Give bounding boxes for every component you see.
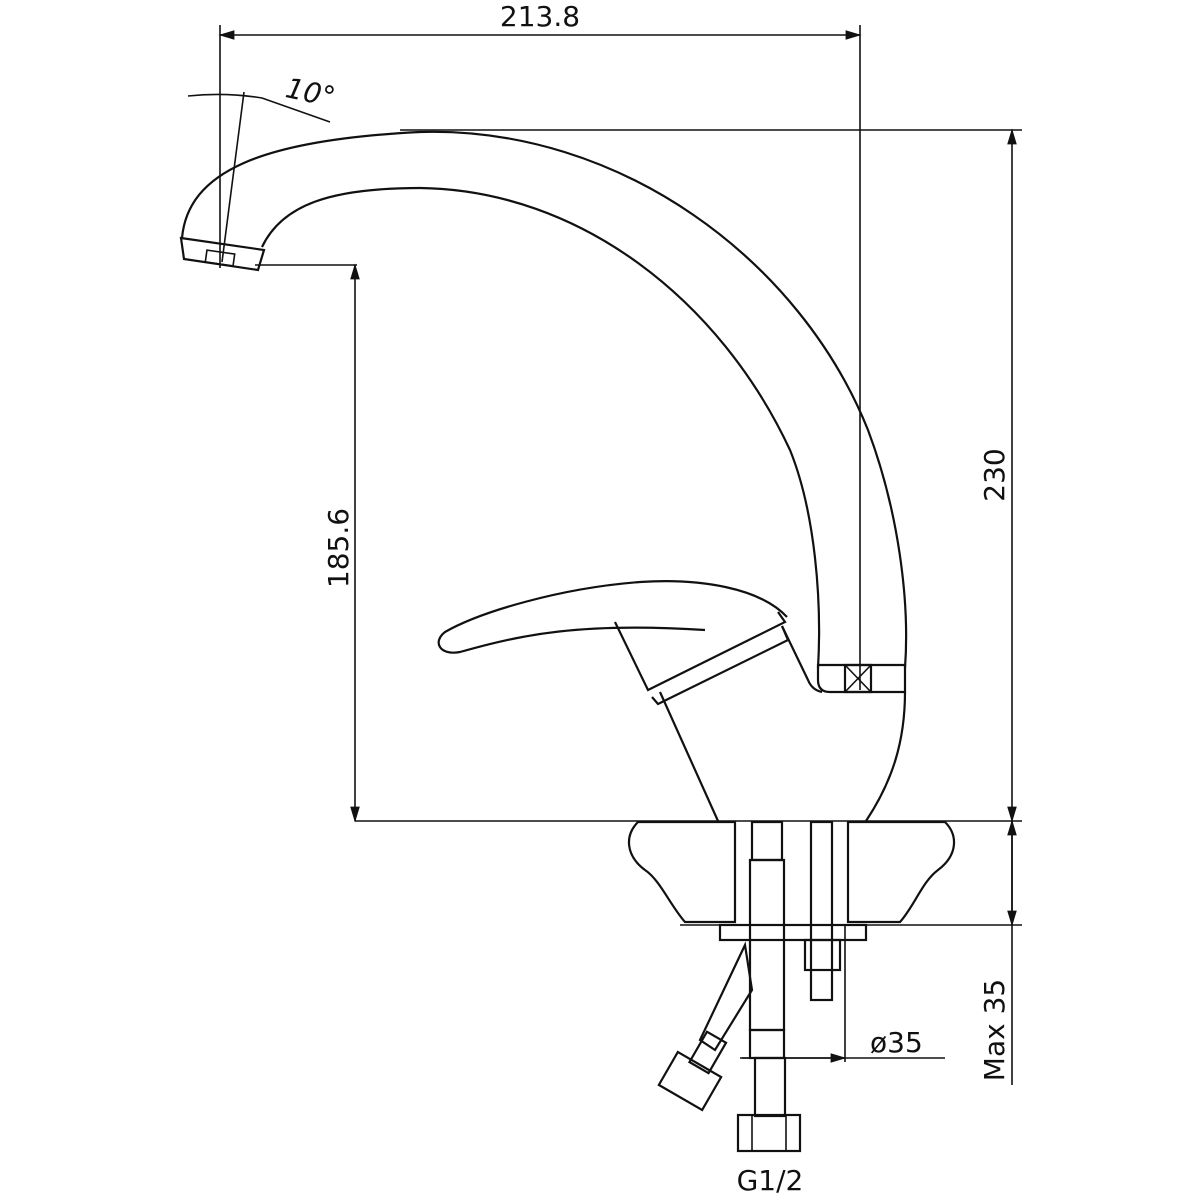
width-label: 213.8 bbox=[500, 0, 580, 33]
spout-height-label: 185.6 bbox=[322, 508, 355, 588]
supply-hoses: G1/2 bbox=[657, 820, 804, 1197]
faucet-body bbox=[658, 625, 907, 822]
lever-handle bbox=[437, 580, 790, 706]
dimension-angle: 10° bbox=[187, 71, 338, 263]
connection-label: G1/2 bbox=[737, 1164, 804, 1197]
max-counter-label: Max 35 bbox=[978, 979, 1011, 1081]
dimension-max-counter: Max 35 bbox=[680, 819, 1022, 1085]
spout bbox=[179, 130, 908, 669]
hole-diameter-label: ø35 bbox=[870, 1026, 923, 1059]
dimension-hole-diameter: ø35 bbox=[740, 925, 945, 1063]
countertop-section bbox=[628, 820, 955, 924]
total-height-label: 230 bbox=[978, 448, 1011, 501]
spout-collar bbox=[816, 663, 907, 694]
dimension-total-height: 230 bbox=[355, 128, 1022, 823]
mounting-hardware bbox=[718, 820, 868, 1002]
dimension-spout-height: 185.6 bbox=[255, 263, 360, 823]
dimension-width: 213.8 bbox=[218, 0, 862, 690]
